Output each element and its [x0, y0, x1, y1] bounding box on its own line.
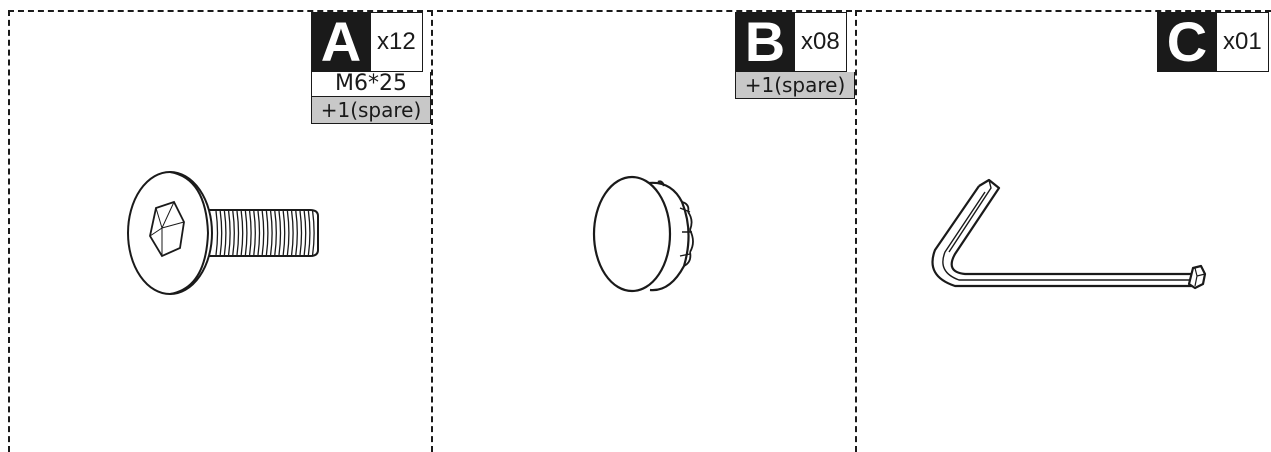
dashed-border-top	[8, 10, 1271, 12]
part-spare: +1(spare)	[735, 72, 855, 99]
part-quantity: x01	[1217, 12, 1269, 72]
dashed-divider-ab	[431, 10, 433, 452]
part-quantity: x08	[795, 12, 847, 72]
part-letter: B	[735, 12, 795, 72]
part-b-label: B x08 +1(spare)	[735, 12, 855, 99]
cap-icon	[592, 175, 694, 293]
part-spec: M6*25	[311, 72, 431, 97]
dashed-divider-left	[8, 10, 10, 452]
dashed-divider-bc	[855, 10, 857, 452]
part-letter: A	[311, 12, 371, 72]
part-quantity: x12	[371, 12, 423, 72]
part-letter: C	[1157, 12, 1217, 72]
allen-key-icon	[931, 178, 1207, 290]
bolt-icon	[127, 171, 319, 295]
part-spare: +1(spare)	[311, 97, 431, 124]
part-a-label: A x12 M6*25 +1(spare)	[311, 12, 431, 124]
part-c-label: C x01	[1157, 12, 1271, 72]
